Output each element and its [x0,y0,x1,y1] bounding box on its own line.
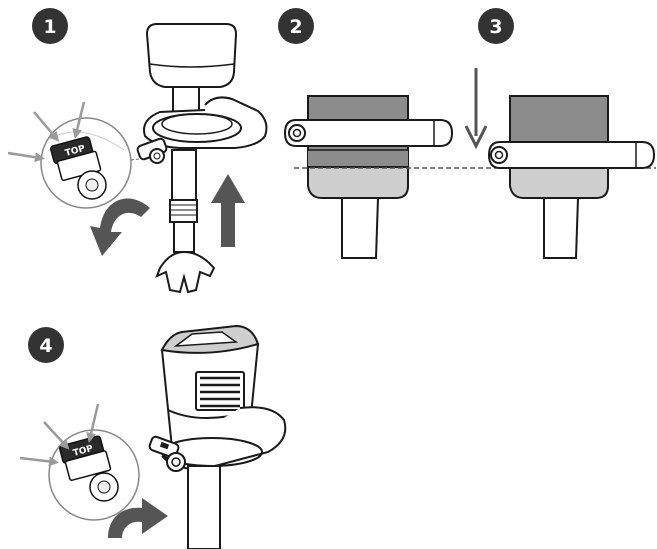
step-4-number: 4 [39,335,52,357]
step-1-pointer-arrows [7,101,86,163]
step-4-motor-unit [148,324,287,549]
down-arrow [464,68,488,150]
step-2-badge: 2 [278,8,314,44]
step-1-number: 1 [43,16,56,38]
step-1-rotate-arrow [90,198,150,256]
step-1-up-arrow [211,174,245,247]
step-4-rotate-arrow [108,498,168,538]
step-3-number: 3 [489,16,502,38]
step-2-number: 2 [289,16,302,38]
step-1-blender [136,23,268,294]
step-1-detail-zoom: TOP [40,117,149,209]
step-4-detail-zoom: TOP [48,429,140,521]
step-4-badge: 4 [28,327,64,363]
step-1-badge: 1 [32,8,68,44]
step-4-pointer-arrows [19,403,100,467]
step-3-badge: 3 [478,8,514,44]
step-2-cross-section [283,95,454,259]
step-3-cross-section [487,95,656,259]
